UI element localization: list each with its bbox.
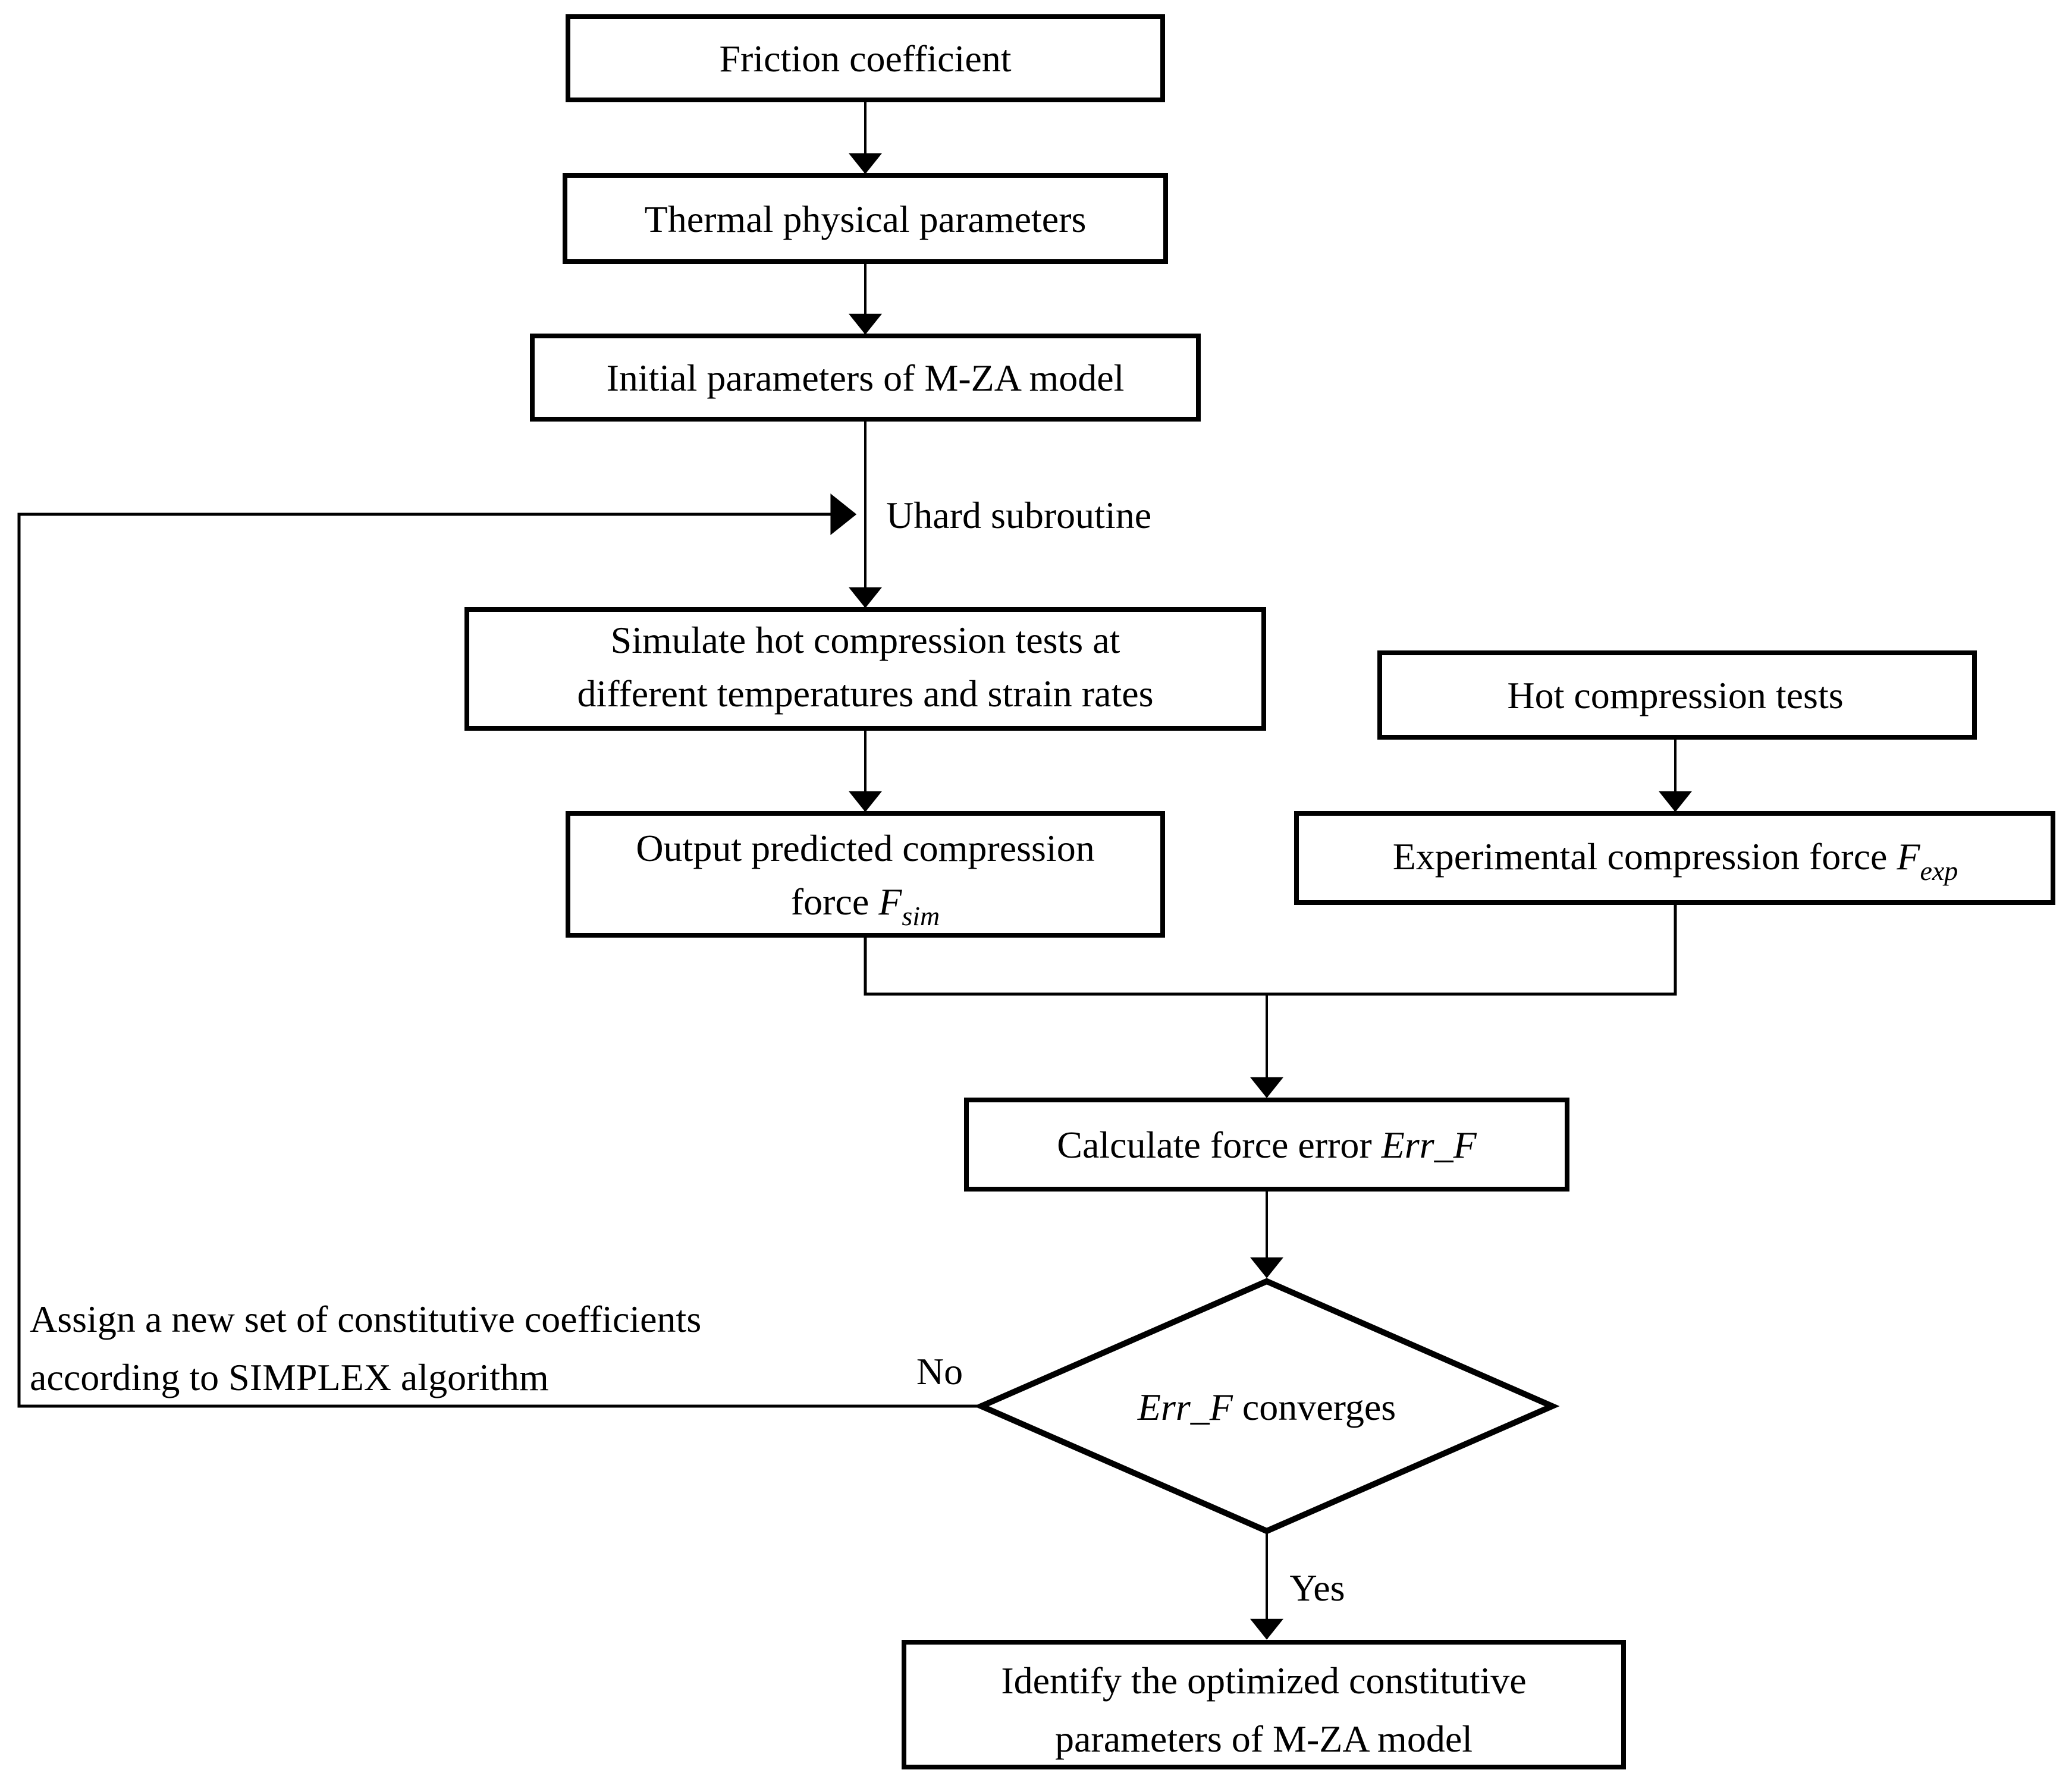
output-predicted-force-label-line1: Output predicted compression — [636, 827, 1094, 869]
uhard-subroutine-label: Uhard subroutine — [886, 494, 1151, 536]
decision-diamond — [974, 1278, 1560, 1535]
edge-no-loopback-arrow — [17, 493, 981, 1408]
node-initial-parameters: Initial parameters of M-ZA model — [530, 334, 1201, 422]
simulate-tests-label-line2: different temperatures and strain rates — [577, 672, 1153, 715]
identify-optimized-label-line1: Identify the optimized constitutive — [1001, 1659, 1526, 1702]
identify-optimized-box — [902, 1640, 1626, 1769]
hot-compression-tests-box — [1377, 650, 1977, 740]
hot-compression-tests-label: Hot compression tests — [1507, 674, 1843, 716]
node-friction-coefficient: Friction coefficient — [566, 14, 1165, 102]
assign-coefficients-label-line1: Assign a new set of constitutive coeffic… — [30, 1298, 701, 1340]
no-branch-label: No — [916, 1350, 963, 1392]
identify-optimized-label-line2: parameters of M-ZA model — [1055, 1718, 1473, 1760]
simulate-tests-box — [464, 607, 1266, 731]
node-decision-converges: Err_F converges — [974, 1278, 1560, 1535]
friction-coefficient-box — [566, 14, 1165, 102]
experimental-force-box — [1294, 811, 2055, 905]
simulate-tests-label-line1: Simulate hot compression tests at — [611, 619, 1120, 661]
calculate-force-error-label: Calculate force error Err_F — [1057, 1124, 1477, 1166]
experimental-force-label: Experimental compression force Fexp — [1393, 835, 1958, 886]
decision-converges-label: Err_F converges — [1137, 1386, 1396, 1428]
node-simulate-tests: Simulate hot compression tests at differ… — [464, 607, 1266, 731]
assign-coefficients-label-line2: according to SIMPLEX algorithm — [30, 1356, 549, 1398]
initial-parameters-box — [530, 334, 1201, 422]
flow-edges — [17, 100, 1692, 1640]
calculate-force-error-box — [964, 1098, 1569, 1192]
node-experimental-force: Experimental compression force Fexp — [1294, 811, 2055, 905]
node-assign-coefficients: Assign a new set of constitutive coeffic… — [30, 1298, 701, 1398]
yes-branch-label: Yes — [1289, 1567, 1345, 1609]
initial-parameters-label: Initial parameters of M-ZA model — [607, 357, 1125, 399]
edge-merge-connector — [864, 903, 1677, 996]
node-identify-optimized: Identify the optimized constitutive para… — [902, 1640, 1626, 1769]
output-predicted-force-label-line2: force Fsim — [791, 881, 940, 931]
output-predicted-force-box — [566, 811, 1165, 938]
node-hot-compression-tests: Hot compression tests — [1377, 650, 1977, 740]
node-calculate-force-error: Calculate force error Err_F — [964, 1098, 1569, 1192]
node-thermal-parameters: Thermal physical parameters — [563, 173, 1168, 264]
node-output-predicted-force: Output predicted compression force Fsim — [566, 811, 1165, 938]
friction-coefficient-label: Friction coefficient — [719, 37, 1011, 80]
thermal-parameters-label: Thermal physical parameters — [645, 198, 1087, 240]
thermal-parameters-box — [563, 173, 1168, 264]
